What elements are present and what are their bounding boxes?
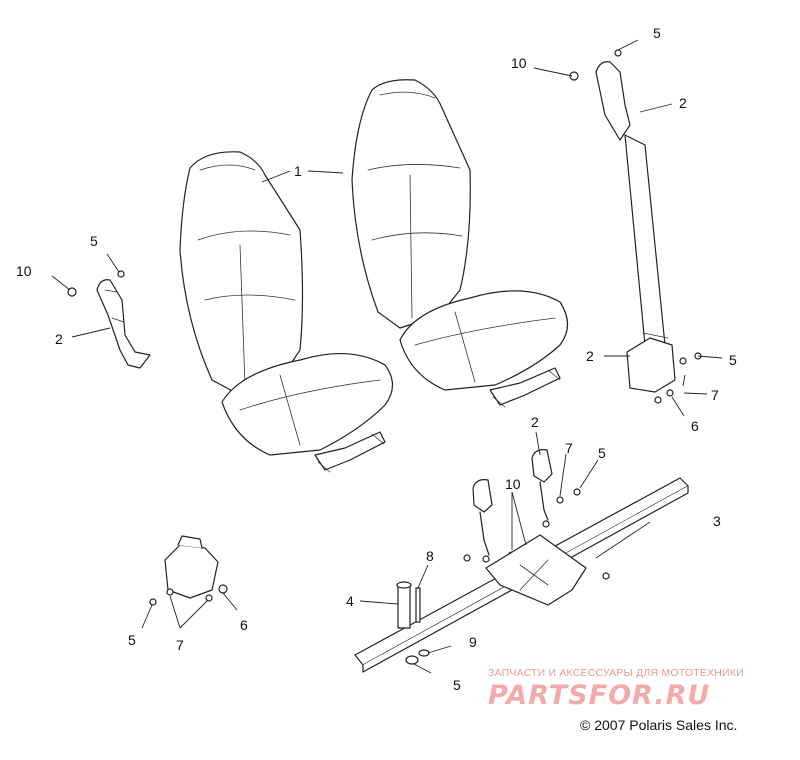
callout-2-center: 2 (531, 414, 539, 430)
retractor-bottom-left (149, 535, 228, 606)
callout-7-right: 7 (711, 387, 719, 403)
callout-10-top-right: 10 (511, 55, 527, 71)
left-seat (179, 151, 394, 473)
callout-4: 4 (346, 593, 354, 609)
callout-6-bottom-left: 6 (240, 617, 248, 633)
callout-7-center: 7 (565, 440, 573, 456)
callout-labels: 1 2 2 2 2 3 4 5 5 5 5 5 5 6 6 7 7 7 8 9 … (16, 25, 737, 693)
callout-3: 3 (713, 513, 721, 529)
callout-10-left: 10 (16, 263, 32, 279)
callout-8: 8 (426, 548, 434, 564)
callout-2-left: 2 (55, 331, 63, 347)
callout-9: 9 (469, 634, 477, 650)
watermark-logo: PARTSFOR.RU (488, 680, 711, 711)
leader-lines (51, 39, 723, 674)
callout-1: 1 (294, 163, 302, 179)
callout-5-top-right: 5 (653, 25, 661, 41)
callout-5-bottom: 5 (453, 677, 461, 693)
callout-10-center: 10 (505, 476, 521, 492)
bolt-and-pin (396, 581, 430, 665)
cross-bar (354, 477, 689, 673)
callout-7-bottom-left: 7 (176, 637, 184, 653)
callout-2-top-right: 2 (679, 95, 687, 111)
buckle-left (67, 270, 151, 369)
callout-5-bottom-left: 5 (128, 632, 136, 648)
copyright-notice: © 2007 Polaris Sales Inc. (580, 717, 738, 733)
callout-5-center: 5 (598, 445, 606, 461)
callout-2-right-retractor: 2 (586, 348, 594, 364)
center-buckles (463, 449, 581, 563)
right-seat (351, 79, 569, 408)
callout-6-right: 6 (691, 418, 699, 434)
callout-5-right: 5 (729, 352, 737, 368)
shoulder-belt-right (569, 49, 702, 404)
callout-5-left: 5 (90, 233, 98, 249)
watermark-caption: ЗАПЧАСТИ И АКСЕССУАРЫ ДЛЯ МОТОТЕХНИКИ (488, 667, 744, 679)
